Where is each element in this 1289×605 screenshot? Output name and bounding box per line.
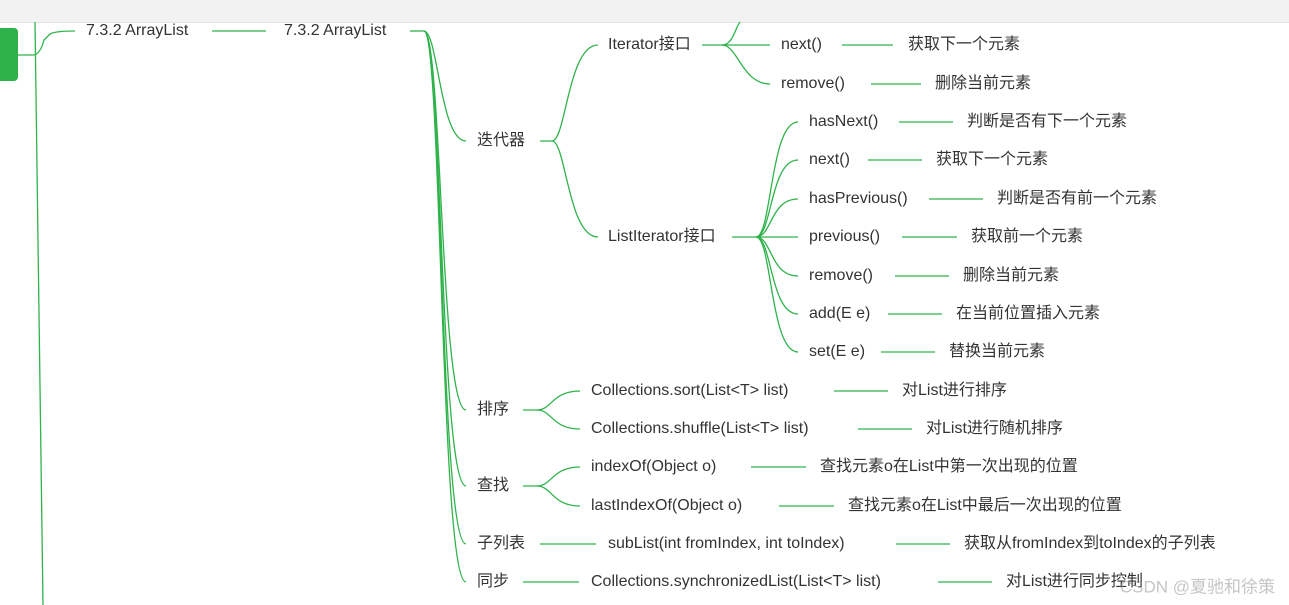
edge [18,30,76,56]
node-list-iterator-interface[interactable]: ListIterator接口 [608,228,716,245]
method-desc[interactable]: 删除当前元素 [963,267,1060,284]
method-node[interactable]: Collections.sort(List<T> list) [591,382,789,399]
method-node[interactable]: next() [809,151,850,168]
method-node[interactable]: remove() [809,267,874,284]
edge [423,30,467,142]
method-node[interactable]: set(E e) [809,343,866,360]
method-desc[interactable]: 获取前一个元素 [971,228,1084,245]
node-search[interactable]: 查找 [477,477,510,494]
edge [702,21,741,46]
method-desc[interactable]: 获取从fromIndex到toIndex的子列表 [964,535,1216,552]
method-desc[interactable]: 对List进行排序 [902,382,1007,399]
edge [540,44,599,142]
method-node[interactable]: next() [781,36,822,53]
edge [755,198,799,238]
edge [755,236,799,277]
node-iterator[interactable]: 迭代器 [477,132,526,149]
method-node[interactable]: lastIndexOf(Object o) [591,497,743,514]
edge [423,30,467,583]
edge [755,159,799,238]
method-desc[interactable]: 获取下一个元素 [908,36,1021,53]
edge [423,30,467,487]
node-sublist[interactable]: 子列表 [477,535,526,552]
method-desc[interactable]: 删除当前元素 [935,75,1032,92]
method-node[interactable]: hasPrevious() [809,190,908,207]
method-desc[interactable]: 获取下一个元素 [936,151,1049,168]
edge [551,140,599,238]
method-desc[interactable]: 判断是否有前一个元素 [997,190,1158,207]
edge [523,390,581,411]
method-desc[interactable]: 替换当前元素 [949,343,1046,360]
method-node[interactable]: hasNext() [809,113,879,130]
method-node[interactable]: Collections.shuffle(List<T> list) [591,420,809,437]
edge [755,236,799,353]
method-node[interactable]: subList(int fromIndex, int toIndex) [608,535,845,552]
edge [721,44,771,85]
node-sort[interactable]: 排序 [477,401,510,418]
method-desc[interactable]: 查找元素o在List中第一次出现的位置 [820,458,1078,475]
edge [536,485,581,507]
edge [536,409,581,430]
method-node[interactable]: indexOf(Object o) [591,458,717,475]
center-node[interactable]: 7.3.2 ArrayList [284,22,387,39]
edge [34,21,44,605]
method-node[interactable]: add(E e) [809,305,871,322]
method-node[interactable]: remove() [781,75,846,92]
edge [523,466,581,487]
top-toolbar-strip [0,0,1289,23]
method-node[interactable]: Collections.synchronizedList(List<T> lis… [591,573,881,590]
watermark: CSDN @夏驰和徐策 [1119,577,1275,597]
method-desc[interactable]: 对List进行随机排序 [926,420,1063,437]
selected-node-tab[interactable] [0,28,18,81]
node-iterator-interface[interactable]: Iterator接口 [608,36,691,53]
method-desc[interactable]: 在当前位置插入元素 [956,305,1101,322]
method-desc[interactable]: 查找元素o在List中最后一次出现的位置 [848,497,1122,514]
method-node[interactable]: previous() [809,228,881,245]
node-sync[interactable]: 同步 [477,573,510,590]
root-node[interactable]: 7.3.2 ArrayList [86,22,189,39]
edge [755,121,799,238]
method-desc[interactable]: 判断是否有下一个元素 [967,113,1128,130]
method-desc[interactable]: 对List进行同步控制 [1006,573,1143,590]
